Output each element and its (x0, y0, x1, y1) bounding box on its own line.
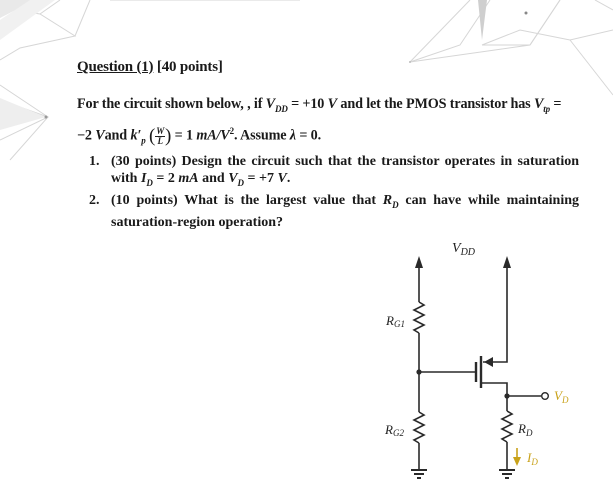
vtp-subscript: tp (543, 103, 550, 114)
text: = 1 (171, 127, 197, 144)
unit: V (95, 127, 105, 144)
kp-symbol: k′ (130, 127, 142, 144)
id-current-arrow-icon (513, 448, 521, 466)
rg1-label: RG1 (385, 313, 405, 329)
ground-icon (499, 469, 515, 479)
kp-subscript: p (141, 135, 146, 146)
text: . (286, 171, 291, 186)
rg2-resistor-icon (412, 411, 426, 444)
vdd-symbol: V (265, 96, 275, 112)
vdd-subscript: DD (275, 103, 288, 114)
id-label: ID (526, 450, 538, 467)
subscript: D (237, 177, 245, 188)
text: For the circuit shown below, , if (77, 96, 266, 112)
rg1-resistor-icon (412, 301, 426, 334)
vtp-symbol: V (533, 96, 544, 112)
task-number: 2. (89, 192, 100, 208)
text: and (198, 171, 229, 186)
rd-label: RD (517, 421, 533, 438)
vdd-label: VDD (452, 241, 476, 258)
text: (10 points) What is the largest value th… (111, 192, 383, 208)
text: = +10 (287, 96, 328, 112)
text: . Assume (233, 127, 290, 144)
task-number: 1. (89, 154, 100, 169)
vd-terminal-icon (541, 392, 550, 401)
text: = 2 (152, 171, 179, 186)
drain-wire (481, 382, 508, 411)
task-item-1: 1. (30 points) Design the circuit such t… (89, 153, 579, 192)
fraction-numerator: W (155, 125, 166, 137)
text: (30 points) Design the circuit such that… (111, 154, 579, 186)
question-number: Question (1) (77, 59, 154, 75)
question-points: [40 points] (156, 59, 223, 75)
source-wire (483, 262, 508, 363)
id-symbol: I (140, 171, 147, 186)
text: can have while maintaining saturation-re… (111, 192, 579, 230)
text: and let the PMOS transistor has (336, 96, 534, 112)
task-item-2: 2. (10 points) What is the largest value… (89, 192, 579, 231)
text: = 0. (295, 127, 322, 144)
unit: V (277, 171, 287, 186)
vd-label: VD (554, 388, 569, 405)
text: = (549, 96, 562, 112)
text: = +7 (244, 171, 278, 186)
task-list: 1. (30 points) Design the circuit such t… (89, 153, 579, 231)
rd-resistor-icon (500, 410, 514, 443)
ground-icon (411, 469, 427, 479)
pmos-source-arrow-icon (484, 357, 493, 367)
problem-statement: For the circuit shown below, , if VDD = … (77, 96, 562, 147)
unit: mA (178, 171, 199, 186)
superscript: 2 (229, 125, 235, 136)
drain-node (504, 393, 510, 399)
fraction-denominator: L (157, 135, 163, 146)
gate-node (416, 369, 422, 375)
rd-symbol: R (382, 192, 393, 208)
vd-symbol: V (228, 171, 238, 186)
text: and (104, 127, 131, 144)
lambda-symbol: λ (289, 127, 296, 144)
vdd-arrow-icon (415, 256, 423, 268)
rg2-label: RG2 (384, 422, 404, 438)
subscript: D (146, 177, 153, 188)
text: −2 (77, 127, 96, 144)
question-heading: Question (1) [40 points] (77, 59, 223, 76)
unit: mA/V (196, 127, 230, 144)
unit: V (327, 96, 337, 112)
vdd-arrow-icon (503, 256, 511, 268)
subscript: D (392, 199, 399, 210)
